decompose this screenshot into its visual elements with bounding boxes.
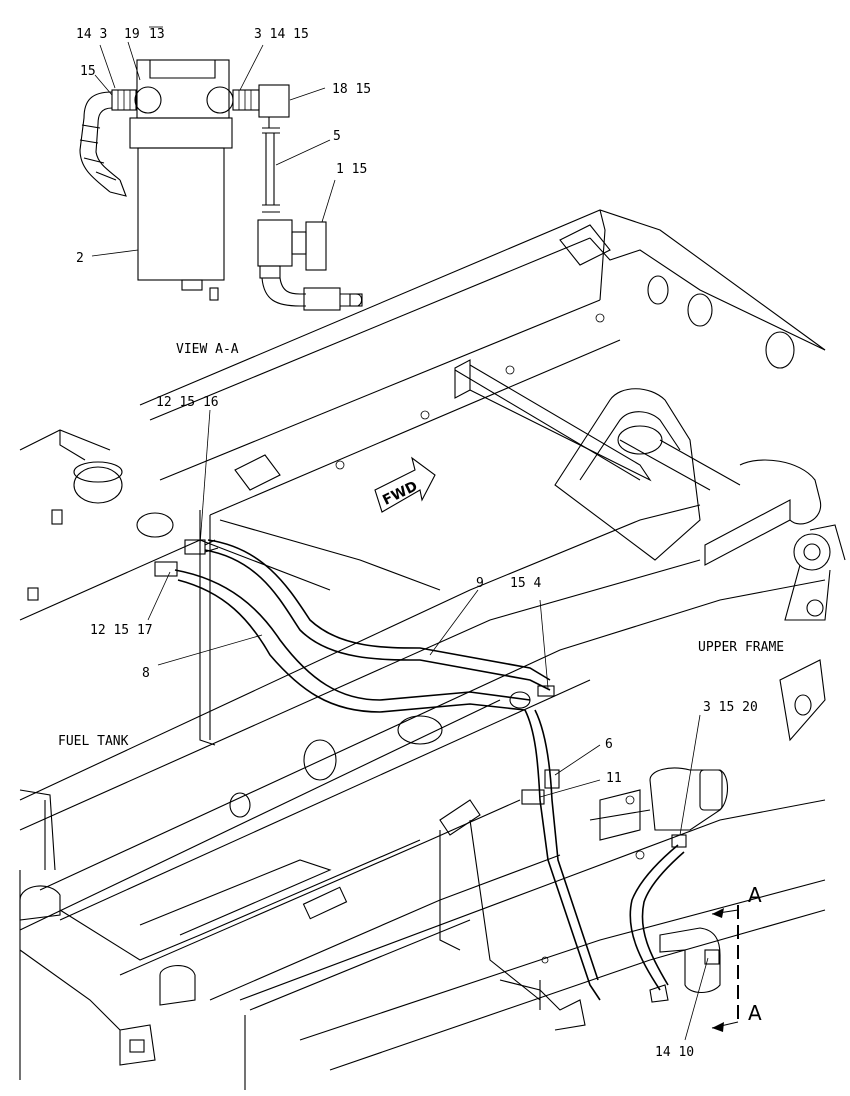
leader-lines [91, 41, 709, 1041]
upper-frame-label: UPPER FRAME [698, 640, 784, 655]
section-marker-a-a: A A [711, 883, 762, 1032]
callout-11: 11 [606, 771, 622, 786]
callout-14-10: 14 10 [655, 1045, 694, 1060]
section-label-bottom: A [748, 1001, 762, 1025]
callout-6: 6 [605, 737, 613, 752]
fuel-lines [154, 539, 721, 1003]
upper-frame-structure [19, 209, 846, 1090]
callout-19: 19 [124, 27, 140, 42]
callout-1-15: 1 15 [336, 162, 367, 177]
view-a-a-detail [79, 59, 363, 311]
callout-14-3: 14 3 [76, 27, 107, 42]
callout-15-top: 15 [80, 64, 96, 79]
callout-12-15-17: 12 15 17 [90, 623, 153, 638]
section-label-top: A [748, 883, 762, 907]
callout-9: 9 [476, 576, 484, 591]
callout-12-15-16: 12 15 16 [156, 395, 219, 410]
callout-2: 2 [76, 251, 84, 266]
fwd-arrow: FWD [374, 456, 436, 513]
callout-5: 5 [333, 129, 341, 144]
callout-8: 8 [142, 666, 150, 681]
callout-18-15: 18 15 [332, 82, 371, 97]
callout-13: 13 [149, 27, 165, 42]
callout-3-15-20: 3 15 20 [703, 700, 758, 715]
callout-15-4: 15 4 [510, 576, 541, 591]
callout-3-14-15: 3 14 15 [254, 27, 309, 42]
fuel-tank-label: FUEL TANK [58, 734, 129, 749]
callout-labels: 14 3 19 13 3 14 15 15 18 15 5 1 15 2 VIE… [58, 26, 784, 1060]
view-title: VIEW A-A [176, 342, 239, 357]
